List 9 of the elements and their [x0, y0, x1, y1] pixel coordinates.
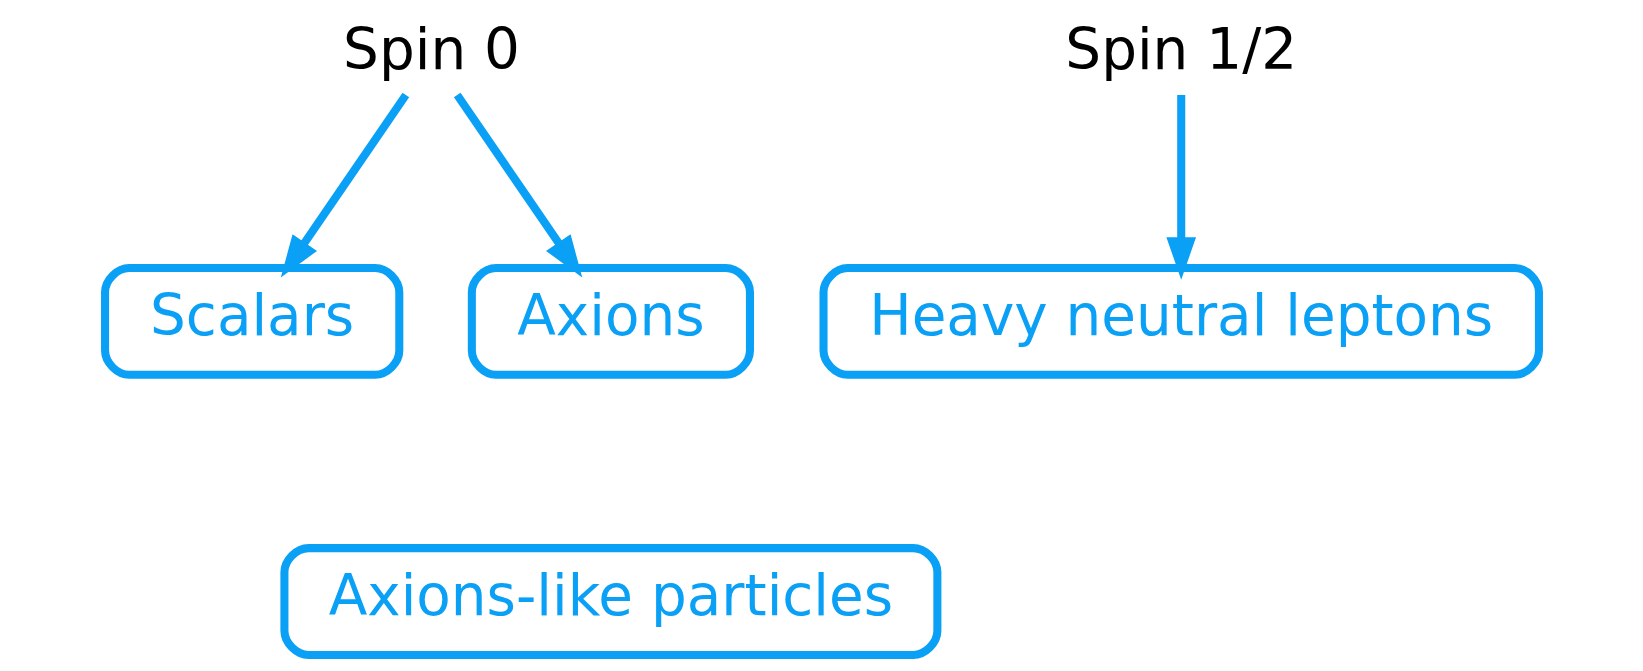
node-box: Scalars [100, 263, 403, 379]
arrow [280, 92, 409, 278]
node-box: Heavy neutral leptons [819, 263, 1543, 379]
node-box: Axions-like particles [279, 544, 941, 659]
arrow [453, 92, 582, 278]
node-text: Spin 0 [342, 17, 520, 83]
node-text: Spin 1/2 [1064, 17, 1297, 83]
arrow [1165, 94, 1196, 280]
node-box: Axions [467, 263, 754, 379]
